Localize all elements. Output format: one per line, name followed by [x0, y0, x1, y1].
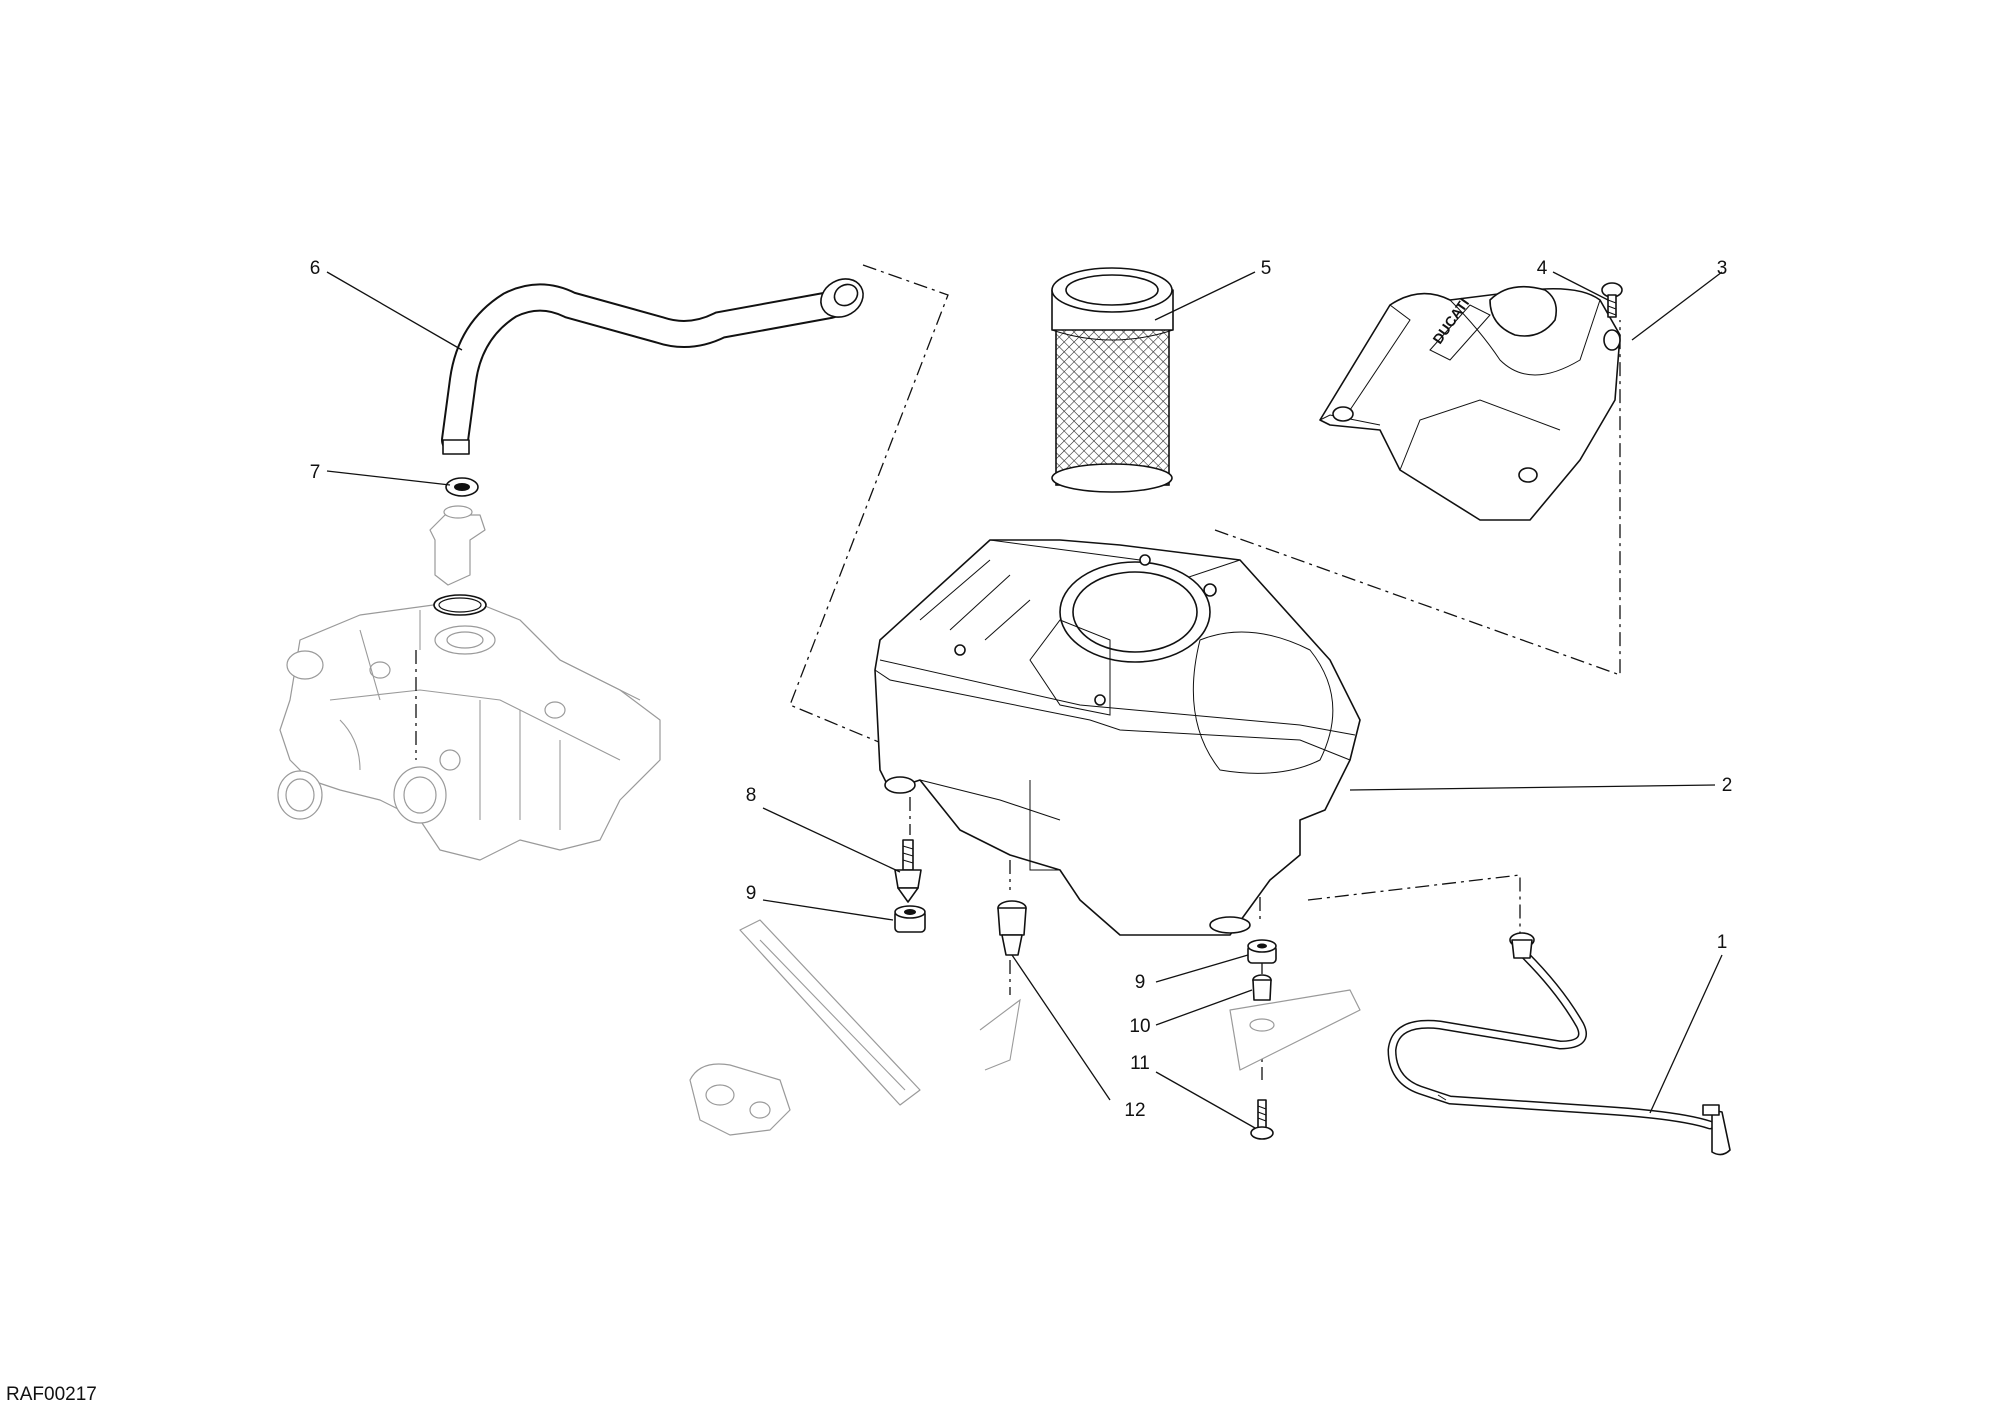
- breather-valve: [429, 505, 487, 616]
- bracket-screw: [1250, 1099, 1274, 1140]
- rubber-grommet-right: [1247, 939, 1277, 964]
- callout-2: 2: [1722, 775, 1733, 796]
- hose-clamp: [445, 477, 479, 497]
- callout-9-right: 9: [1135, 972, 1146, 993]
- callout-10: 10: [1129, 1016, 1150, 1037]
- bushing: [1252, 974, 1272, 1001]
- callout-7: 7: [310, 462, 321, 483]
- callout-5: 5: [1261, 258, 1272, 279]
- rubber-grommet-left: [894, 905, 926, 933]
- callout-6: 6: [310, 258, 321, 279]
- callout-leaders: [326, 271, 1723, 1129]
- mounting-spacer: [997, 900, 1027, 956]
- callout-12: 12: [1124, 1100, 1145, 1121]
- airbox-cover: DUCATI: [1319, 285, 1621, 521]
- drain-hose: [1387, 932, 1731, 1156]
- drawing-reference-code: RAF00217: [6, 1384, 97, 1405]
- breather-hose: [441, 278, 864, 455]
- cover-screw: [1601, 282, 1623, 318]
- airbox: [874, 539, 1361, 936]
- air-filter-cartridge: [1051, 267, 1174, 493]
- callout-labels: 1 2 3 4 5 6 7 8 9 9 10 11 12: [310, 258, 1733, 1121]
- mounting-bracket-plate: [1229, 989, 1361, 1071]
- bottom-screw: [894, 839, 922, 903]
- callout-8: 8: [746, 785, 757, 806]
- engine-crankcase-background: [277, 599, 661, 861]
- callout-3: 3: [1717, 258, 1728, 279]
- frame-tube-background: [689, 919, 1021, 1136]
- callout-1: 1: [1717, 932, 1728, 953]
- callout-9-left: 9: [746, 883, 757, 904]
- callout-11: 11: [1130, 1053, 1150, 1074]
- callout-4: 4: [1537, 258, 1548, 279]
